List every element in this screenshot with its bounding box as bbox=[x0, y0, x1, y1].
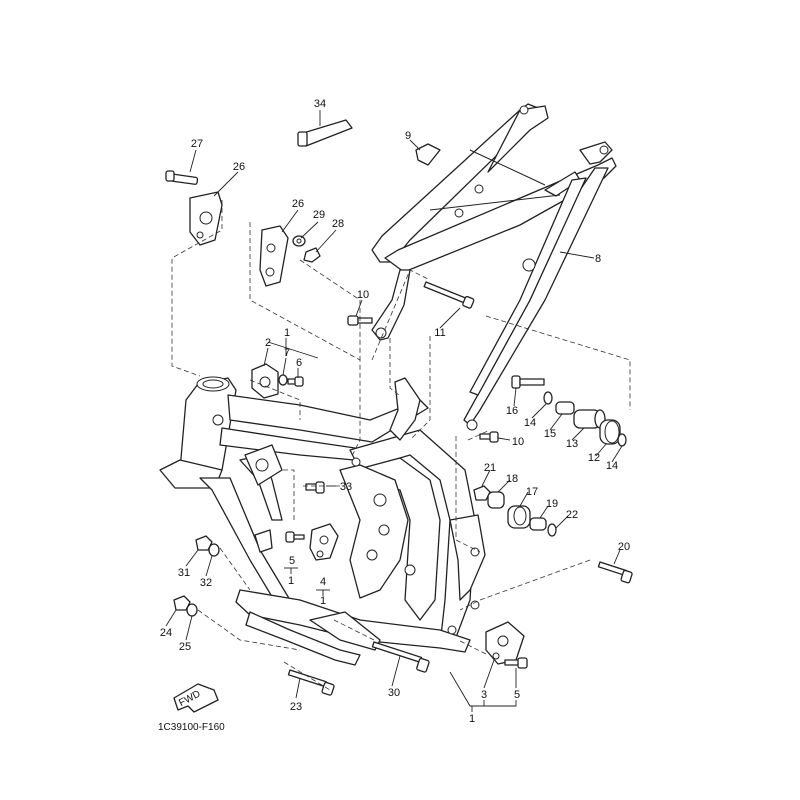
callout-34: 34 bbox=[314, 98, 326, 110]
pad-9 bbox=[415, 143, 441, 166]
leader-lines bbox=[165, 110, 623, 712]
callout-32: 32 bbox=[200, 577, 212, 589]
callout-24: 24 bbox=[160, 627, 172, 639]
callout-1-b: 1 bbox=[288, 575, 294, 587]
callout-11: 11 bbox=[434, 327, 445, 339]
washer-14-b bbox=[617, 433, 627, 447]
callout-28: 28 bbox=[332, 218, 344, 230]
callout-5-b: 5 bbox=[514, 689, 520, 701]
callout-26-a: 26 bbox=[233, 161, 245, 173]
bolt-23 bbox=[287, 669, 335, 696]
forward-arrow-icon: FWD bbox=[173, 683, 219, 713]
collar-19 bbox=[529, 517, 547, 531]
callout-14-a: 14 bbox=[524, 417, 536, 429]
washer-22 bbox=[547, 523, 557, 537]
engine-mount-4 bbox=[309, 523, 339, 561]
callout-4: 4 bbox=[320, 576, 326, 588]
bolt-10-top bbox=[347, 315, 373, 326]
bushing-12 bbox=[599, 419, 621, 445]
bolt-10-lower bbox=[479, 431, 499, 443]
callout-9: 9 bbox=[405, 130, 411, 142]
callout-1-a: 1 bbox=[284, 327, 290, 339]
washer-25 bbox=[186, 603, 198, 617]
callout-10-b: 10 bbox=[512, 436, 524, 448]
callout-21: 21 bbox=[484, 462, 496, 474]
callout-18: 18 bbox=[506, 473, 518, 485]
callout-8: 8 bbox=[595, 253, 601, 265]
washer-14-a bbox=[543, 391, 553, 405]
rear-subframe bbox=[371, 103, 617, 431]
callout-12: 12 bbox=[588, 452, 600, 464]
callout-16: 16 bbox=[506, 405, 518, 417]
drawing-code: 1C39100-F160 bbox=[158, 722, 225, 733]
callout-27: 27 bbox=[191, 138, 203, 150]
callout-6: 6 bbox=[296, 357, 302, 369]
washer-32 bbox=[208, 543, 220, 557]
callout-7: 7 bbox=[284, 347, 290, 359]
bolt-5-lower bbox=[504, 657, 528, 669]
callout-20: 20 bbox=[618, 541, 630, 553]
callout-3: 3 bbox=[481, 689, 487, 701]
shock-bolt-16 bbox=[511, 375, 545, 389]
callout-2: 2 bbox=[265, 337, 271, 349]
callout-13: 13 bbox=[566, 438, 578, 450]
bolt-11 bbox=[423, 281, 475, 309]
callout-1-c: 1 bbox=[320, 595, 326, 607]
callout-15: 15 bbox=[544, 428, 556, 440]
callout-31: 31 bbox=[178, 567, 190, 579]
callout-33: 33 bbox=[340, 481, 352, 493]
bolt-33 bbox=[305, 481, 325, 494]
engine-mount-3 bbox=[485, 621, 525, 665]
bolt-20 bbox=[597, 561, 633, 584]
callout-30: 30 bbox=[388, 687, 400, 699]
callout-1-d: 1 bbox=[469, 713, 475, 725]
main-frame bbox=[159, 376, 486, 666]
callout-22: 22 bbox=[566, 509, 578, 521]
bushing-17 bbox=[507, 505, 531, 529]
callout-23: 23 bbox=[290, 701, 302, 713]
assembly-lines bbox=[171, 200, 631, 691]
callout-10-a: 10 bbox=[357, 289, 369, 301]
callout-5-a: 5 bbox=[289, 555, 295, 567]
collar-18 bbox=[487, 491, 505, 509]
clamp-2 bbox=[251, 363, 304, 399]
bolt-30 bbox=[371, 641, 430, 673]
callout-26-b: 26 bbox=[292, 198, 304, 210]
callout-numbers: 34 9 27 26 26 29 28 8 10 11 1 2 7 6 16 1… bbox=[160, 98, 630, 725]
collar-15 bbox=[555, 401, 575, 415]
callout-25: 25 bbox=[179, 641, 191, 653]
bolt-5 bbox=[285, 531, 305, 543]
engine-bracket-left bbox=[165, 170, 223, 246]
callout-19: 19 bbox=[546, 498, 558, 510]
callout-14-b: 14 bbox=[606, 460, 618, 472]
callout-17: 17 bbox=[526, 486, 538, 498]
callout-29: 29 bbox=[313, 209, 325, 221]
bracket-34 bbox=[297, 119, 353, 147]
engine-bracket-right bbox=[259, 225, 321, 287]
